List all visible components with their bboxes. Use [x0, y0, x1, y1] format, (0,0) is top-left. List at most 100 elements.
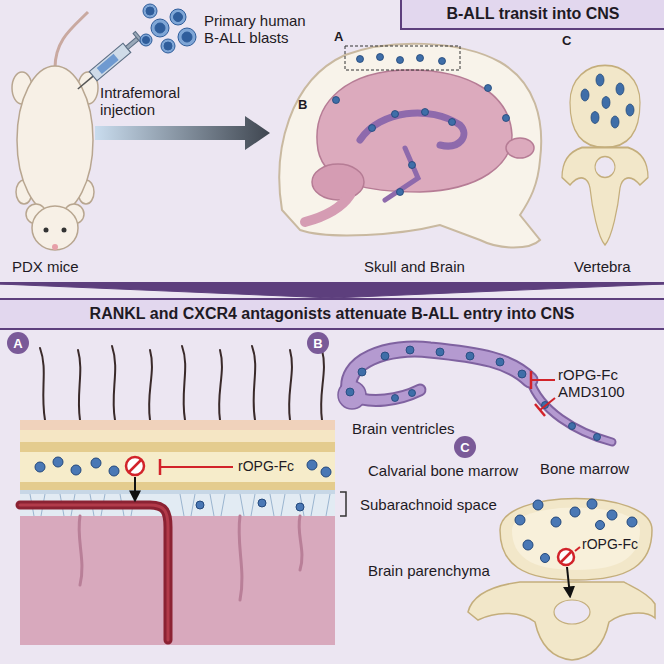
- ventricle-blasts: [518, 370, 526, 378]
- blast-cells: [146, 7, 154, 15]
- ventricle-blasts: [409, 390, 416, 397]
- blood-vessel: [20, 505, 168, 640]
- hair-strands: [252, 346, 255, 420]
- vertebra-figure: [596, 74, 604, 86]
- vertebra-figure: [611, 116, 619, 128]
- marrow-blasts: [523, 540, 533, 550]
- annotation-label: Primary human B-ALL blasts: [204, 12, 322, 47]
- marrow-blasts: [296, 503, 304, 511]
- hair-strands: [40, 346, 324, 420]
- progress-arrow: [95, 116, 270, 150]
- blast-cells: [143, 4, 157, 18]
- blood-vessel: [20, 505, 168, 640]
- annotation-label: Vertebra: [574, 258, 631, 275]
- mouse-figure: [62, 228, 67, 233]
- marrow-blasts: [71, 465, 81, 475]
- vertebra-figure: [468, 499, 655, 661]
- flow-chevron: [0, 284, 664, 298]
- ventricle-blasts: [466, 352, 474, 360]
- marrow-blasts: [596, 521, 605, 530]
- leukemia-cells: [422, 109, 429, 116]
- marrow-blasts: [91, 458, 101, 468]
- bottom-panel: RANKL and CXCR4 antagonists attenuate B-…: [0, 298, 664, 664]
- annotation-label: rOPG-Fc AMD3100: [558, 366, 633, 401]
- marrow-blasts: [607, 510, 617, 520]
- inhibition-sign: [567, 567, 570, 596]
- bracket: [340, 492, 346, 516]
- leukemia-cells: [377, 54, 384, 61]
- vertebra-figure: [581, 89, 589, 101]
- tissue-layers: [20, 452, 335, 482]
- mouse-figure: [44, 228, 49, 233]
- leukemia-cells: [503, 115, 510, 122]
- ventricle-blasts: [392, 395, 399, 402]
- blast-cells: [151, 19, 169, 37]
- skull-brain-figure: [385, 148, 418, 200]
- marrow-blasts: [627, 517, 637, 527]
- subarachnoid-web: [240, 494, 244, 516]
- ventricles-figure: [350, 390, 420, 400]
- badge-letter: C: [460, 441, 469, 454]
- progress-arrow: [95, 116, 270, 150]
- subarachnoid-web: [180, 494, 184, 516]
- vertebra-figure: [562, 148, 648, 246]
- tissue-layers: [20, 430, 335, 442]
- leukemia-cells: [439, 58, 446, 65]
- marrow-blasts: [551, 517, 561, 527]
- blast-cells: [174, 13, 183, 22]
- inhibitor-lines: [530, 371, 533, 389]
- marrow-blasts: [515, 499, 637, 563]
- panel-badge: B: [307, 332, 329, 354]
- skull-brain-figure: [312, 164, 364, 200]
- vertebra-figure: [500, 499, 652, 581]
- hair-strands: [219, 350, 222, 420]
- subarachnoid-web: [221, 494, 225, 516]
- marrow-blasts: [53, 457, 63, 467]
- hair-strands: [112, 346, 115, 420]
- marrow-blasts: [541, 554, 550, 563]
- tissue-layers: [20, 490, 335, 494]
- hair-strands: [40, 348, 45, 420]
- marrow-blasts: [35, 457, 331, 511]
- leukemia-cells: [333, 54, 510, 196]
- subarachnoid-web: [311, 494, 315, 516]
- hair-strands: [321, 350, 324, 420]
- tissue-layers: [20, 442, 335, 452]
- inhibition-sign: [558, 549, 574, 565]
- mouse-figure: [17, 66, 93, 214]
- annotation-label: Brain parenchyma: [368, 562, 490, 579]
- skull-brain-figure: [305, 195, 350, 222]
- skull-brain-figure: [506, 138, 534, 158]
- ventricle-blasts: [381, 352, 389, 360]
- ventricle-blasts: [436, 348, 444, 356]
- blast-cells: [140, 4, 196, 53]
- annotation-label: Skull and Brain: [364, 258, 465, 275]
- annotation-label: Bone marrow: [540, 460, 629, 477]
- inhibitor-lines: [531, 379, 555, 381]
- leukemia-cells: [333, 97, 340, 104]
- leukemia-cells: [449, 119, 456, 126]
- badge-letter: B: [313, 337, 322, 350]
- bracket: [340, 492, 346, 516]
- inhibition-sign: [126, 457, 144, 475]
- leukemia-cells: [392, 111, 399, 118]
- panel-letter: C: [562, 34, 571, 49]
- leukemia-cells: [357, 56, 364, 63]
- hair-strands: [289, 350, 292, 420]
- blast-cells: [170, 9, 186, 25]
- subarachnoid-web: [251, 494, 255, 516]
- blast-cells: [143, 37, 150, 44]
- annotation-label: rOPG-Fc: [582, 536, 638, 552]
- vertebra-figure: [616, 83, 624, 95]
- subarachnoid-web: [281, 494, 285, 516]
- inhibition-sign: [575, 547, 580, 551]
- inhibition-sign: [159, 459, 162, 475]
- blast-cells: [140, 34, 152, 46]
- syringe-icon: [78, 76, 93, 89]
- panel-badge: C: [454, 436, 476, 458]
- vertebra-figure: [602, 97, 610, 109]
- vertebra-figure: [562, 65, 648, 245]
